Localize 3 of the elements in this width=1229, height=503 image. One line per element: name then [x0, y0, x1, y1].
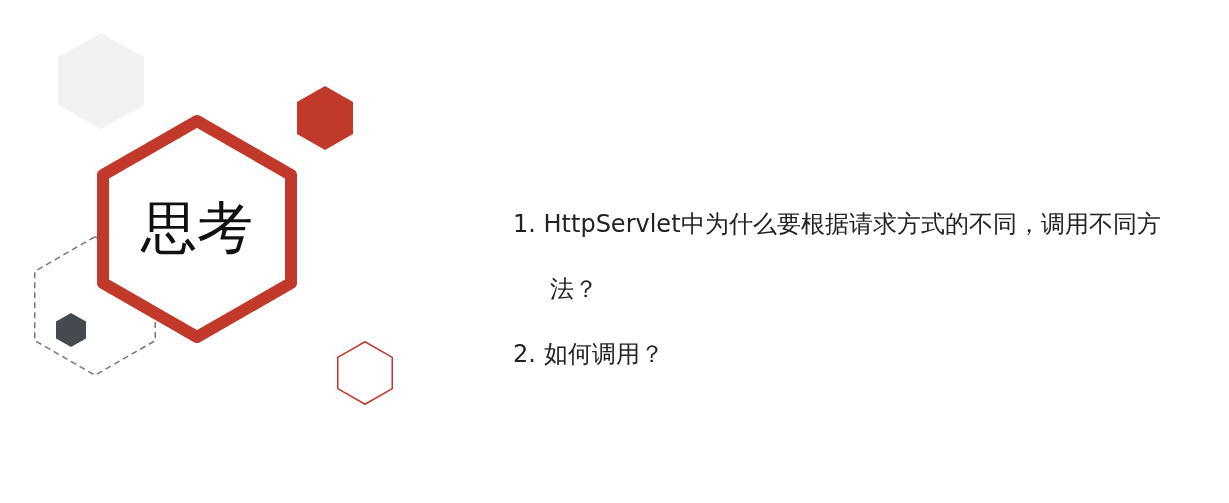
- list-item: 1. HttpServlet中为什么要根据请求方式的不同，调用不同方法？: [513, 209, 1162, 305]
- list-item: 2. 如何调用？: [513, 339, 665, 370]
- heading: 思考: [139, 194, 254, 262]
